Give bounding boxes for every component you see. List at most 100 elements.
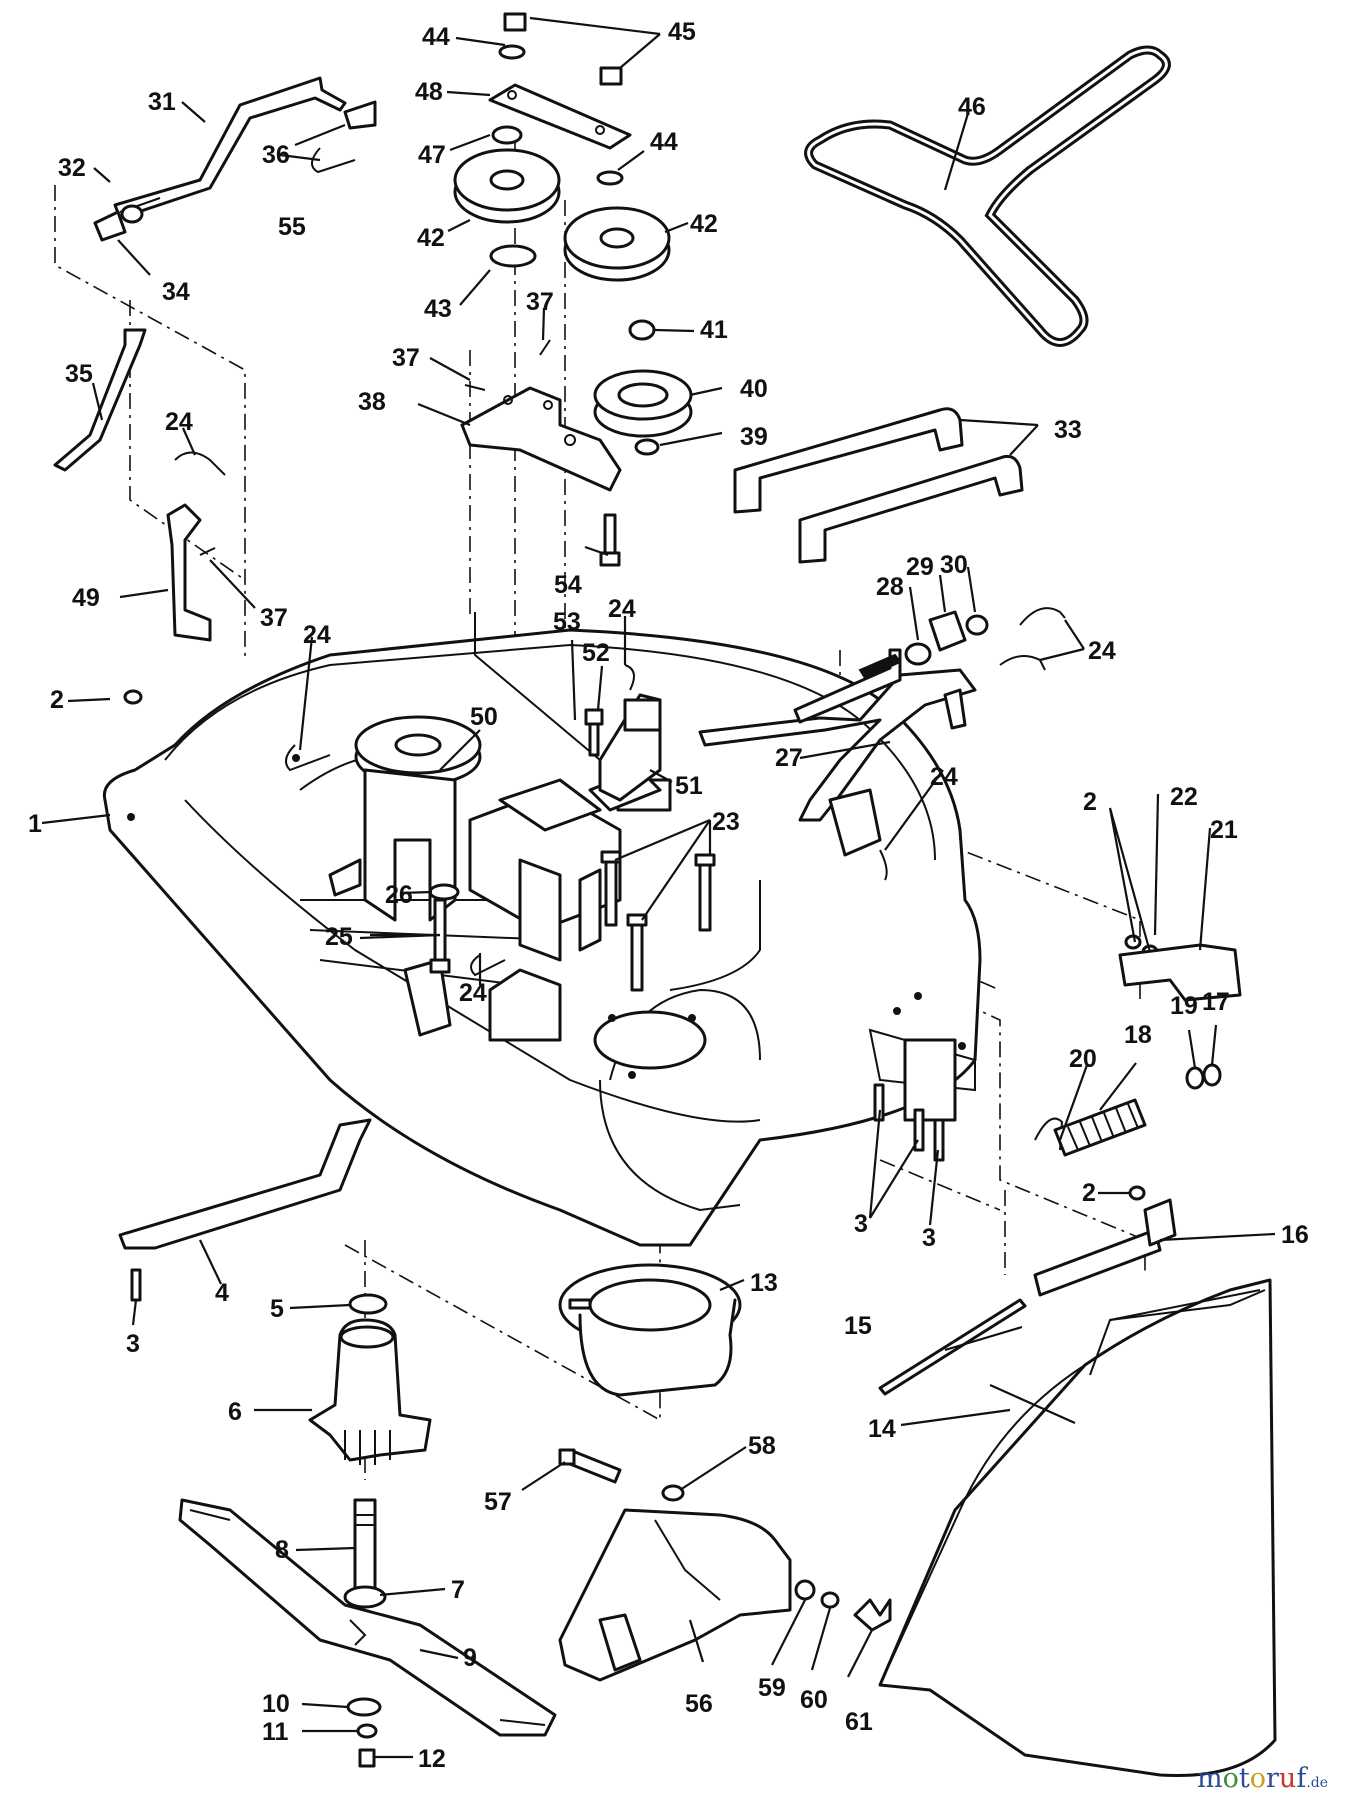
part-27-lift-rod [698,668,977,857]
part-30-nut [965,614,989,636]
callout-50: 50 [470,703,498,731]
part-32-nut [120,204,144,224]
callout-42-right: 42 [690,210,718,238]
callout-16: 16 [1281,1221,1309,1249]
callout-57: 57 [484,1488,512,1516]
part-37-pin-left [199,547,216,556]
part-55-clip [311,147,356,174]
watermark-letter-r: r [1266,1763,1279,1794]
part-37-pins-top [464,339,551,391]
callout-59: 59 [758,1674,786,1702]
callout-22: 22 [1170,783,1198,811]
callout-24-deck-center: 24 [459,979,487,1007]
part-24-clip-left [285,744,331,772]
part-50-idler-assembly [328,715,672,1042]
part-29-block [928,610,967,652]
callout-2-left: 2 [50,686,64,714]
callout-1: 1 [28,810,42,838]
callout-17: 17 [1202,988,1230,1016]
part-58-nut [661,1484,685,1502]
part-25-bolt [429,898,451,974]
part-6-spindle-housing [308,1318,432,1465]
callout-14: 14 [868,1415,896,1443]
part-28-nut [904,642,932,666]
callout-12: 12 [418,1745,446,1773]
callout-42-left: 42 [417,224,445,252]
callout-60: 60 [800,1686,828,1714]
callout-47: 47 [418,141,446,169]
part-38-idler-bracket [460,386,622,492]
callout-32: 32 [58,154,86,182]
part-45-nuts [503,12,623,86]
part-61-wing-nut [853,1598,892,1632]
part-26-washer [428,883,460,901]
callout-9: 9 [463,1644,477,1672]
part-48-plate [488,83,632,150]
leader-lines [41,16,1276,1759]
part-41-nut [628,319,656,341]
part-43-spacer [489,244,537,268]
part-60-lockwasher [820,1591,840,1609]
part-42-idler-pulley-right [563,206,671,282]
part-14-discharge-chute [878,1278,1277,1778]
watermark-letter-f: f [1296,1763,1308,1794]
part-24-clips-right [624,607,1066,881]
callout-3-left: 3 [126,1330,140,1358]
callout-20: 20 [1069,1045,1097,1073]
callout-3-mid: 3 [854,1210,868,1238]
part-12-bolt [358,1748,376,1768]
callout-49: 49 [72,584,100,612]
callout-37-top: 37 [526,288,554,316]
callout-54: 54 [554,571,582,599]
callout-28: 28 [876,573,904,601]
callout-18: 18 [1124,1021,1152,1049]
callout-23: 23 [712,808,740,836]
callout-37-left-top: 37 [392,344,420,372]
part-59-washer [794,1579,816,1601]
callout-41: 41 [700,316,728,344]
callout-24-top-left: 24 [165,408,193,436]
callout-6: 6 [228,1398,242,1426]
part-17-washer [1202,1063,1222,1087]
part-53-link-rod [474,612,601,790]
part-49-lift-arm [166,503,212,642]
callout-5: 5 [270,1295,284,1323]
callout-10: 10 [262,1690,290,1718]
callout-24-deck-left: 24 [303,621,331,649]
callout-38: 38 [358,388,386,416]
callout-43: 43 [424,295,452,323]
part-8-shaft [353,1498,377,1592]
watermark-letter-m: m [1197,1763,1223,1794]
part-39-washer [634,438,660,456]
part-40-v-pulley [593,369,693,438]
part-18-torsion-spring [1053,1098,1147,1157]
watermark-suffix: .de [1306,1775,1328,1791]
part-51-bracket [598,693,662,802]
part-35-rod [53,328,147,472]
callout-34: 34 [162,278,190,306]
part-57-bolt [558,1448,622,1484]
callout-58: 58 [748,1432,776,1460]
callout-40: 40 [740,375,768,403]
callout-31: 31 [148,88,176,116]
callout-25: 25 [325,923,353,951]
part-46-belt [804,45,1171,347]
callout-2-right: 2 [1083,788,1097,816]
part-24-clip-mid [470,954,506,977]
part-20-spring-hook [1034,1117,1064,1151]
part-27-upper-rod [793,648,902,724]
callout-52: 52 [582,639,610,667]
callout-36: 36 [262,141,290,169]
part-7-pulley-hub [343,1585,387,1609]
part-23-bolts [600,850,716,992]
watermark-letter-o2: o [1250,1763,1266,1794]
callout-13: 13 [750,1269,778,1297]
callout-labels: 1 2 2 2 3 3 3 4 5 6 7 8 9 10 11 12 13 14… [28,18,1309,1773]
callout-37-left: 37 [260,604,288,632]
callout-46: 46 [958,93,986,121]
callout-29: 29 [906,553,934,581]
callout-61: 61 [845,1708,873,1736]
part-10-washer [346,1697,382,1717]
part-54-bolt [599,513,621,567]
callout-3-right: 3 [922,1224,936,1252]
